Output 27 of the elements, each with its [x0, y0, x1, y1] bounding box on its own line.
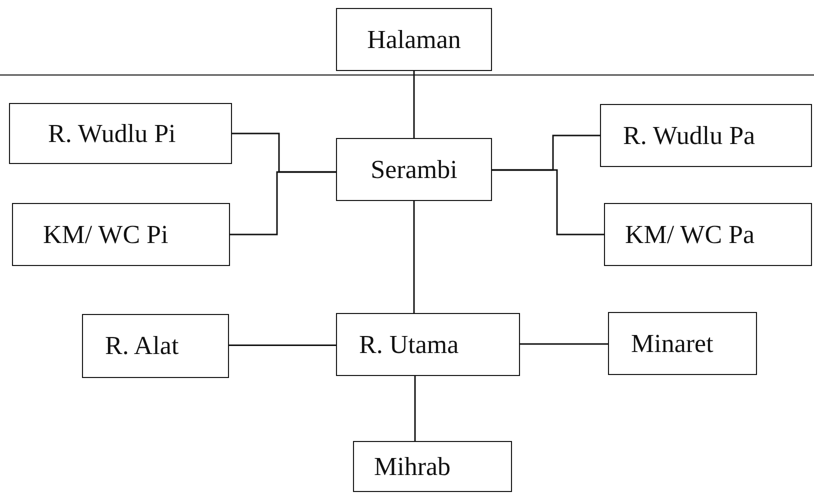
room-box: [608, 312, 757, 375]
room-label: Halaman: [367, 24, 461, 54]
room-box: [600, 104, 812, 167]
room-label: KM/ WC Pa: [625, 220, 755, 250]
room-label: KM/ WC Pi: [43, 220, 168, 250]
room-box: [353, 441, 512, 492]
room-label: R. Wudlu Pi: [48, 118, 176, 148]
room-label: R. Utama: [359, 330, 459, 360]
room-box: [9, 103, 232, 164]
room-label: Mihrab: [374, 452, 451, 482]
room-label: R. Alat: [105, 331, 179, 361]
connector-line: [229, 344, 336, 346]
room-box: [336, 8, 492, 71]
connector-line: [413, 71, 415, 138]
room-label: R. Wudlu Pa: [623, 120, 756, 150]
room-label: Serambi: [370, 154, 458, 184]
room-label: Minaret: [631, 328, 714, 358]
connector-line: [414, 376, 416, 441]
connector-line: [492, 169, 604, 236]
room-box: [336, 313, 520, 376]
room-box: [604, 203, 812, 266]
room-box: [336, 138, 492, 201]
room-box: [82, 314, 229, 378]
connector-line: [230, 171, 336, 236]
connector-line: [520, 343, 608, 345]
connector-line: [413, 201, 415, 313]
room-box: [12, 203, 230, 266]
